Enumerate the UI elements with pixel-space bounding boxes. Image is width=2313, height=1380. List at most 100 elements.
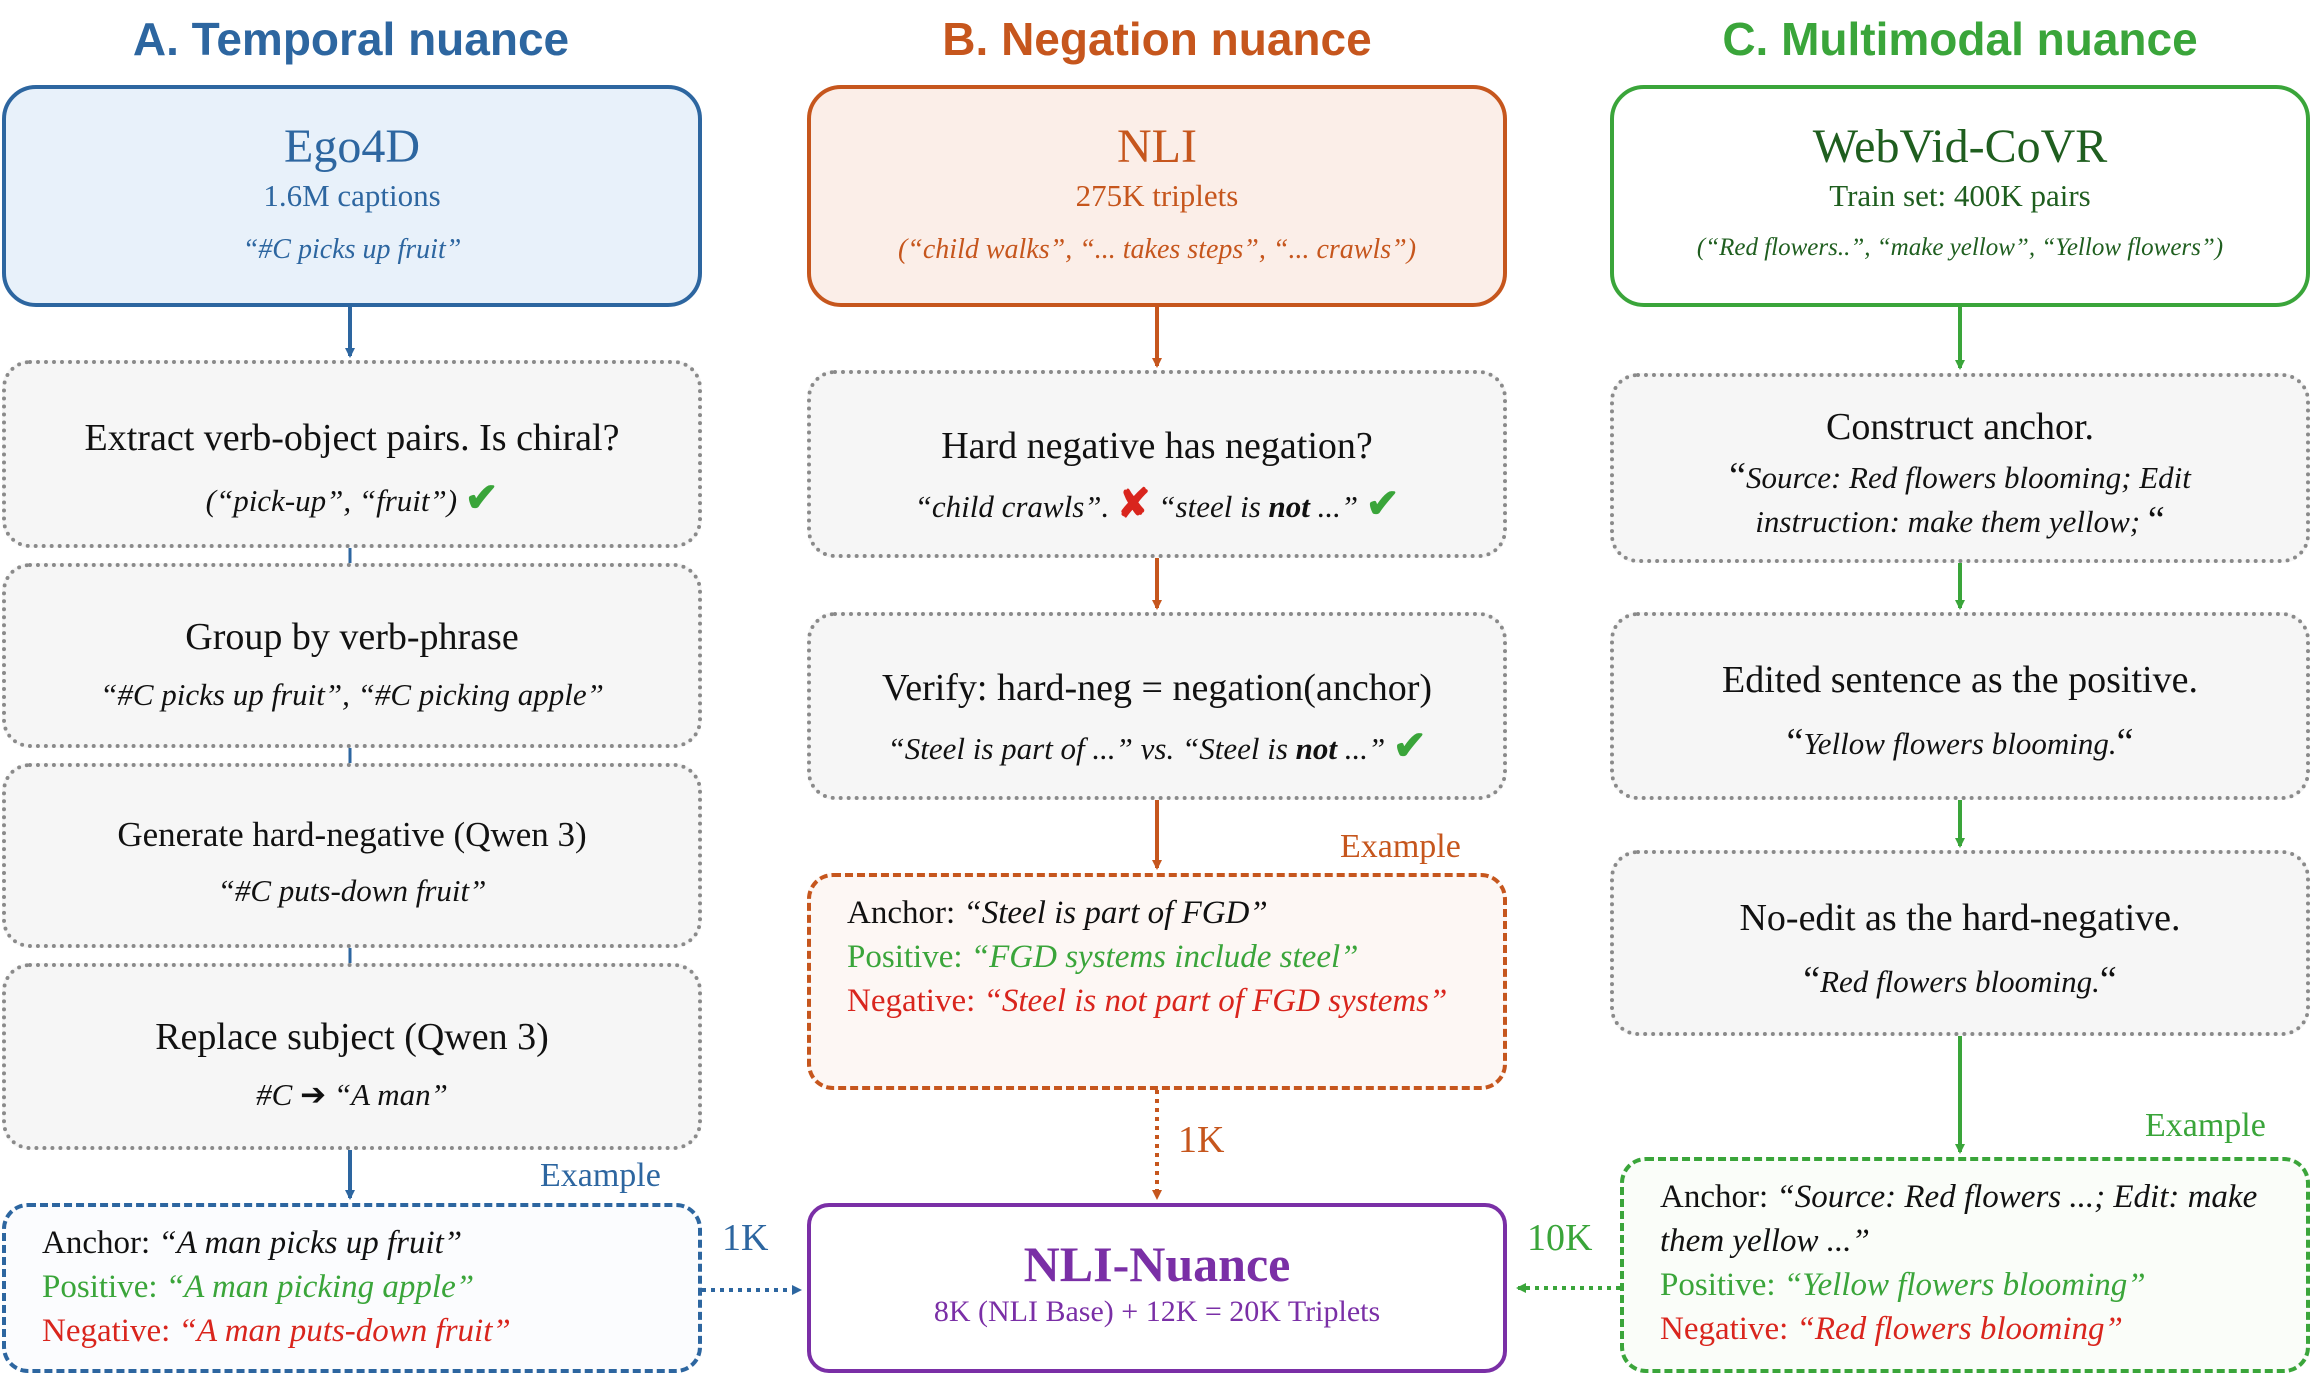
example-positive: Positive: “Yellow flowers blooming” xyxy=(1660,1263,2270,1307)
close-quote: “ xyxy=(2147,499,2165,541)
step-verify-negation: Verify: hard-neg = negation(anchor) “Ste… xyxy=(807,612,1507,800)
example-label-c: Example xyxy=(2145,1107,2266,1144)
example-negative: Negative: “Steel is not part of FGD syst… xyxy=(847,979,1467,1023)
webvid-source-box: WebVid-CoVR Train set: 400K pairs (“Red … xyxy=(1610,85,2310,307)
step-detail: “Yellow flowers blooming.“ xyxy=(1614,720,2306,764)
anchor-label: Anchor: xyxy=(42,1225,151,1261)
step-heading: Replace subject (Qwen 3) xyxy=(155,1016,549,1058)
check-icon: ✔ xyxy=(1365,481,1400,526)
source-name: NLI xyxy=(1117,120,1197,173)
flow-count-a: 1K xyxy=(722,1217,769,1259)
step-generate-hard-negative: Generate hard-negative (Qwen 3) “#C puts… xyxy=(2,763,702,948)
column-b-title: B. Negation nuance xyxy=(942,13,1372,65)
column-c-title: C. Multimodal nuance xyxy=(1722,13,2198,65)
example-anchor: Anchor: “Steel is part of FGD” xyxy=(847,891,1467,935)
negation-example-post: ...” xyxy=(1309,489,1359,524)
step-heading: Generate hard-negative (Qwen 3) xyxy=(117,815,587,854)
nli-source-box: NLI 275K triplets (“child walks”, “... t… xyxy=(807,85,1507,307)
subject-replacement: “A man” xyxy=(333,1077,448,1112)
step-construct-anchor: Construct anchor. “Source: Red flowers b… xyxy=(1610,373,2310,563)
negative-label: Negative: xyxy=(847,983,976,1019)
negative-text: “Red flowers blooming” xyxy=(1796,1311,2123,1347)
positive-label: Positive: xyxy=(847,939,963,975)
negative-text: “A man puts-down fruit” xyxy=(178,1313,511,1349)
step-heading: Construct anchor. xyxy=(1825,406,2095,448)
cross-icon: ✘ xyxy=(1117,481,1151,526)
step-detail: (“pick-up”, “fruit”) ✔ xyxy=(6,474,698,521)
nli-nuance-result-box: NLI-Nuance 8K (NLI Base) + 12K = 20K Tri… xyxy=(807,1203,1507,1373)
open-quote: “ xyxy=(1803,959,1821,1001)
example-box-a: Anchor: “A man picks up fruit” Positive:… xyxy=(2,1203,702,1373)
positive-text: “A man picking apple” xyxy=(165,1269,475,1305)
step-extract-pairs: Extract verb-object pairs. Is chiral? (“… xyxy=(2,360,702,548)
close-quote: “ xyxy=(2099,959,2117,1001)
flow-count-b: 1K xyxy=(1178,1119,1225,1161)
step-detail: #C ➔ “A man” xyxy=(6,1077,698,1113)
subject-placeholder: #C xyxy=(256,1077,293,1112)
negative-label: Negative: xyxy=(1660,1311,1789,1347)
step-detail: “Source: Red flowers blooming; Edit inst… xyxy=(1614,455,2306,543)
step-detail: “Steel is part of ...” vs. “Steel is not… xyxy=(811,722,1503,769)
step-heading: No-edit as the hard-negative. xyxy=(1739,897,2181,939)
source-sub: 1.6M captions xyxy=(263,178,441,213)
negation-word: not xyxy=(1295,731,1338,766)
source-sub: 275K triplets xyxy=(1075,178,1239,213)
negative-text: “Steel is not part of FGD systems” xyxy=(983,983,1448,1019)
anchor-text: “Steel is part of FGD” xyxy=(963,895,1268,931)
example-positive: Positive: “A man picking apple” xyxy=(42,1265,662,1309)
step-detail: “#C picks up fruit”, “#C picking apple” xyxy=(100,677,604,712)
positive-text: “FGD systems include steel” xyxy=(970,939,1359,975)
positive-template: Yellow flowers blooming. xyxy=(1803,726,2117,761)
step-heading: Edited sentence as the positive. xyxy=(1722,659,2198,701)
step-heading: Group by verb-phrase xyxy=(185,616,519,658)
step-heading: Extract verb-object pairs. Is chiral? xyxy=(84,417,620,459)
check-icon: ✔ xyxy=(1393,723,1427,768)
flow-count-c: 10K xyxy=(1527,1217,1593,1259)
example-label-b: Example xyxy=(1340,828,1461,865)
step-no-edit-negative: No-edit as the hard-negative. “Red flowe… xyxy=(1610,850,2310,1036)
anchor-label: Anchor: xyxy=(1660,1179,1769,1215)
anchor-text: “Source: Red flowers ...; Edit: make the… xyxy=(1660,1179,2258,1259)
negative-template: Red flowers blooming. xyxy=(1820,964,2100,999)
example-box-c: Anchor: “Source: Red flowers ...; Edit: … xyxy=(1620,1157,2310,1373)
anchor-text: “A man picks up fruit” xyxy=(158,1225,463,1261)
step-edited-positive: Edited sentence as the positive. “Yellow… xyxy=(1610,612,2310,800)
positive-label: Positive: xyxy=(42,1269,158,1305)
step-detail: “#C puts-down fruit” xyxy=(217,873,487,908)
verify-text-pre: “Steel is part of ...” vs. “Steel is xyxy=(887,731,1296,766)
example-box-b: Anchor: “Steel is part of FGD” Positive:… xyxy=(807,873,1507,1090)
source-example: (“child walks”, “... takes steps”, “... … xyxy=(897,234,1417,265)
step-group-verb-phrase: Group by verb-phrase “#C picks up fruit”… xyxy=(2,563,702,748)
anchor-label: Anchor: xyxy=(847,895,956,931)
source-example: “#C picks up fruit” xyxy=(242,234,462,265)
column-a-title: A. Temporal nuance xyxy=(132,13,570,65)
source-name: WebVid-CoVR xyxy=(1812,120,2108,173)
example-anchor: Anchor: “Source: Red flowers ...; Edit: … xyxy=(1660,1175,2270,1263)
result-sub: 8K (NLI Base) + 12K = 20K Triplets xyxy=(933,1295,1381,1328)
positive-label: Positive: xyxy=(1660,1267,1776,1303)
step-has-negation: Hard negative has negation? “child crawl… xyxy=(807,370,1507,558)
negative-example-text: “child crawls”. xyxy=(914,489,1110,524)
step-detail: “child crawls”. ✘ “steel is not ...” ✔ xyxy=(811,480,1503,527)
step-replace-subject: Replace subject (Qwen 3) #C ➔ “A man” xyxy=(2,963,702,1150)
check-icon: ✔ xyxy=(464,475,499,520)
right-arrow-icon: ➔ xyxy=(300,1077,327,1112)
ego4d-source-box: Ego4D 1.6M captions “#C picks up fruit” xyxy=(2,85,702,307)
example-positive: Positive: “FGD systems include steel” xyxy=(847,935,1467,979)
open-quote: “ xyxy=(1786,721,1804,763)
open-quote: “ xyxy=(1729,455,1747,497)
negation-example-pre: “steel is xyxy=(1158,489,1269,524)
step-heading: Hard negative has negation? xyxy=(941,425,1373,467)
close-quote: “ xyxy=(2116,721,2134,763)
positive-text: “Yellow flowers blooming” xyxy=(1783,1267,2146,1303)
example-negative: Negative: “A man puts-down fruit” xyxy=(42,1309,662,1353)
source-name: Ego4D xyxy=(284,120,420,173)
example-anchor: Anchor: “A man picks up fruit” xyxy=(42,1221,662,1265)
step-detail-text: (“pick-up”, “fruit”) xyxy=(205,483,458,518)
step-detail: “Red flowers blooming.“ xyxy=(1614,958,2306,1002)
negation-word: not xyxy=(1268,489,1310,524)
verify-text-post: ...” xyxy=(1337,731,1386,766)
result-name: NLI-Nuance xyxy=(1023,1236,1291,1292)
negative-label: Negative: xyxy=(42,1313,171,1349)
